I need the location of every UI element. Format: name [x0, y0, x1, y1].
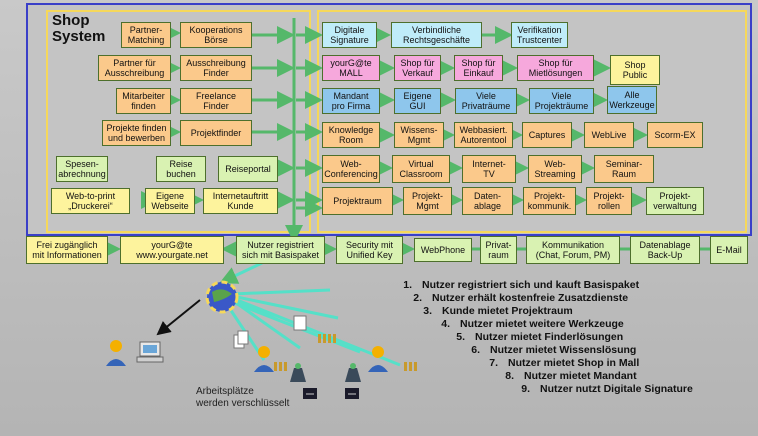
projekt-verwaltung-box: Projekt- verwaltung — [646, 187, 704, 215]
shop-einkauf-box: Shop für Einkauf — [454, 55, 503, 81]
shop-public-box: Shop Public — [610, 55, 660, 85]
shop-system-title: Shop System — [52, 12, 106, 45]
weblive-box: WebLive — [584, 122, 634, 148]
shop-mietloesungen-box: Shop für Mietlösungen — [517, 55, 594, 81]
internetauftritt-kunde-box: Internetauftritt Kunde — [203, 188, 278, 214]
spesenabrechnung-box: Spesen- abrechnung — [56, 156, 108, 182]
workstations-label: Arbeitsplätze werden verschlüsselt — [196, 386, 290, 409]
lock-key-icon-1 — [303, 388, 317, 399]
projektfinder-box: Projektfinder — [180, 120, 252, 146]
freelance-finder-box: Freelance Finder — [180, 88, 252, 114]
services-frame — [317, 10, 747, 233]
shop-system-frame — [46, 10, 311, 233]
step-9: 9.Nutzer nutzt Digitale Signature — [521, 383, 693, 395]
lock-key-icon-2 — [345, 388, 359, 399]
kooperations-boerse-box: Kooperations Börse — [180, 22, 252, 48]
projektraum-box: Projektraum — [322, 187, 393, 215]
step-3: 3.Kunde mietet Projektraum — [423, 305, 573, 317]
user-icon-mid — [254, 346, 274, 372]
digitale-signature-box: Digitale Signature — [322, 22, 377, 48]
captures-box: Captures — [522, 122, 572, 148]
privatraum-box: Privat- raum — [480, 236, 517, 264]
steps-list: 1.Nutzer registriert sich und kauft Basi… — [0, 279, 758, 396]
ausschreibung-finder-box: Ausschreibung Finder — [180, 55, 252, 81]
projekte-finden-box: Projekte finden und bewerben — [102, 120, 171, 146]
datenablage-backup-box: Datenablage Back-Up — [630, 236, 700, 264]
documents-icon — [233, 330, 249, 349]
step-7: 7.Nutzer mietet Shop in Mall — [489, 357, 640, 369]
reise-buchen-box: Reise buchen — [156, 156, 206, 182]
computer-icon — [136, 341, 164, 363]
reiseportal-box: Reiseportal — [218, 156, 278, 182]
viele-privatraeume-box: Viele Privaträume — [455, 88, 517, 114]
mitarbeiter-finden-box: Mitarbeiter finden — [116, 88, 171, 114]
seminar-raum-box: Seminar- Raum — [594, 155, 654, 183]
document-icon — [293, 315, 307, 331]
datenablage-box: Daten- ablage — [462, 187, 513, 215]
group-icon-3 — [404, 362, 417, 371]
secure-device-icon-2 — [345, 363, 361, 382]
frei-zugaenglich-box: Frei zugänglich mit Informationen — [26, 236, 108, 264]
eigene-webseite-box: Eigene Webseite — [145, 188, 195, 214]
knowledge-room-box: Knowledge Room — [322, 122, 380, 148]
mandant-pro-firma-box: Mandant pro Firma — [322, 88, 380, 114]
step-2: 2.Nutzer erhält kostenfreie Zusatzdienst… — [413, 292, 629, 304]
webbasiert-autorentool-box: Webbasiert. Autorentool — [454, 122, 513, 148]
web-conferencing-box: Web- Conferencing — [322, 155, 380, 183]
wissens-mgmt-box: Wissens- Mgmt — [394, 122, 444, 148]
partner-matching-box: Partner- Matching — [121, 22, 171, 48]
globe-icon — [205, 280, 239, 314]
nutzer-registriert-box: Nutzer registriert sich mit Basispaket — [236, 236, 325, 264]
viele-projektraeume-box: Viele Projekträume — [529, 88, 594, 114]
user-icon-left — [106, 340, 126, 366]
step-8: 8.Nutzer mietet Mandant — [505, 370, 637, 382]
yourgate-url-box: yourG@te www.yourgate.net — [120, 236, 224, 264]
eigene-gui-box: Eigene GUI — [394, 88, 441, 114]
group-icon-2 — [274, 362, 287, 371]
yourgate-mall-box: yourG@te MALL — [322, 55, 380, 81]
step-6: 6.Nutzer mietet Wissenslösung — [471, 344, 637, 356]
virtual-classroom-box: Virtual Classroom — [392, 155, 450, 183]
secure-device-icon-1 — [290, 363, 306, 382]
webphone-box: WebPhone — [414, 238, 472, 262]
security-unified-key-box: Security mit Unified Key — [336, 236, 403, 264]
verbindliche-rechtsgeschaefte-box: Verbindliche Rechtsgeschäfte — [391, 22, 482, 48]
step-5: 5.Nutzer mietet Finderlösungen — [456, 331, 624, 343]
step-4: 4.Nutzer mietet weitere Werkzeuge — [441, 318, 624, 330]
web-to-print-box: Web-to-print „Druckerei“ — [51, 188, 130, 214]
web-streaming-box: Web- Streaming — [528, 155, 582, 183]
user-icon-right — [368, 346, 388, 372]
alle-werkzeuge-box: Alle Werkzeuge — [607, 86, 657, 114]
internet-tv-box: Internet- TV — [462, 155, 516, 183]
shop-verkauf-box: Shop für Verkauf — [394, 55, 441, 81]
projekt-kommunik-box: Projekt- kommunik. — [523, 187, 576, 215]
projekt-mgmt-box: Projekt- Mgmt — [403, 187, 452, 215]
email-box: E-Mail — [710, 236, 748, 264]
step-1: 1.Nutzer registriert sich und kauft Basi… — [403, 279, 640, 291]
group-icon-1 — [318, 334, 336, 343]
projekt-rollen-box: Projekt- rollen — [586, 187, 632, 215]
scorm-ex-box: Scorm-EX — [647, 122, 703, 148]
kommunikation-box: Kommunikation (Chat, Forum, PM) — [526, 236, 620, 264]
verifikation-trustcenter-box: Verifikation Trustcenter — [511, 22, 568, 48]
partner-ausschreibung-box: Partner für Ausschreibung — [98, 55, 171, 81]
